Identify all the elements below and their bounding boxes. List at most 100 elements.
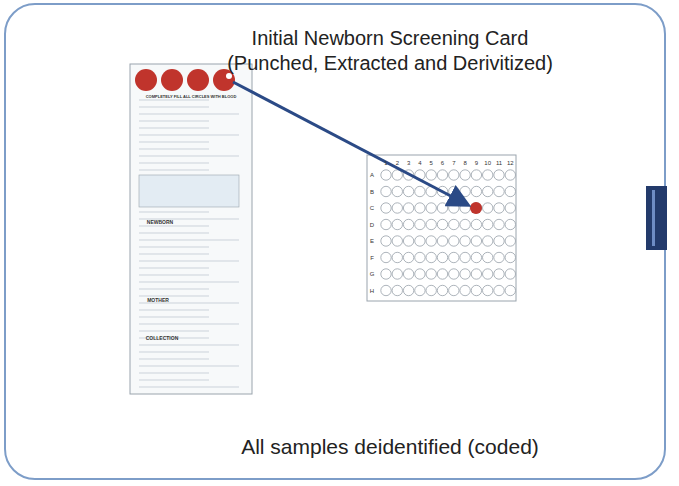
well: [494, 186, 504, 196]
well-plate: [367, 155, 516, 301]
well: [415, 252, 425, 262]
card-line: [139, 345, 239, 346]
card-line: [139, 352, 209, 353]
blood-spot: [135, 69, 157, 91]
card-line: [139, 317, 209, 318]
well: [392, 269, 402, 279]
plate-wells: [381, 170, 516, 296]
well: [449, 285, 459, 295]
well: [392, 252, 402, 262]
row-letter: E: [370, 238, 374, 244]
well: [381, 170, 391, 180]
well: [460, 236, 470, 246]
card-line: [139, 149, 209, 150]
well: [403, 252, 413, 262]
well: [505, 285, 515, 295]
column-number: 12: [507, 160, 514, 166]
well: [483, 236, 493, 246]
blood-spot: [187, 69, 209, 91]
card-line: [139, 324, 239, 325]
column-number: 2: [396, 160, 399, 166]
card-line: [139, 303, 239, 304]
panel-footer: All samples deidentified (coded): [241, 434, 539, 460]
card-line: [139, 100, 209, 101]
card-line: [139, 310, 209, 311]
well: [403, 236, 413, 246]
card-line: [139, 240, 239, 241]
panel-title: Initial Newborn Screening Card (Punched,…: [210, 26, 570, 76]
well: [460, 269, 470, 279]
well: [505, 186, 515, 196]
card-line: [139, 275, 209, 276]
card-instruction: COMPLETELY FILL ALL CIRCLES WITH BLOOD: [146, 95, 237, 99]
well: [426, 285, 436, 295]
well: [471, 186, 481, 196]
well: [494, 219, 504, 229]
card-line: [139, 261, 239, 262]
well: [471, 219, 481, 229]
well: [483, 219, 493, 229]
well: [471, 236, 481, 246]
well: [460, 219, 470, 229]
card-line: [139, 121, 209, 122]
card-line: [139, 226, 209, 227]
well: [449, 252, 459, 262]
card-line: [139, 254, 209, 255]
column-number: 5: [430, 160, 433, 166]
card-line: [139, 380, 209, 381]
card-line: [139, 373, 209, 374]
well: [381, 186, 391, 196]
card-line: [139, 170, 209, 171]
well: [415, 269, 425, 279]
card-section: NEWBORN: [147, 220, 173, 225]
well: [483, 170, 493, 180]
panel-box: Initial Newborn Screening Card (Punched,…: [5, 4, 665, 479]
well: [471, 252, 481, 262]
well: [403, 186, 413, 196]
well: [381, 252, 391, 262]
well: [471, 285, 481, 295]
well: [403, 203, 413, 213]
well: [483, 252, 493, 262]
well: [494, 203, 504, 213]
block-arrow-stripe: [652, 190, 655, 246]
well: [437, 203, 447, 213]
row-letter: G: [370, 271, 375, 277]
well: [505, 269, 515, 279]
card-line: [139, 142, 209, 143]
column-number: 6: [441, 160, 444, 166]
card-line: [139, 114, 239, 115]
column-number: 7: [452, 160, 455, 166]
column-number: 11: [496, 160, 502, 166]
row-letter: D: [370, 222, 374, 228]
well: [449, 170, 459, 180]
row-letter: H: [370, 288, 374, 294]
panel-outline: [5, 4, 665, 479]
well: [392, 285, 402, 295]
card-line: [139, 233, 209, 234]
card-line: [139, 331, 209, 332]
well: [403, 219, 413, 229]
well: [426, 170, 436, 180]
well: [449, 203, 459, 213]
well: [426, 252, 436, 262]
well: [494, 170, 504, 180]
card-section: MOTHER: [147, 298, 169, 303]
well: [483, 269, 493, 279]
card-line: [139, 128, 209, 129]
well: [505, 236, 515, 246]
well: [483, 186, 493, 196]
well: [437, 269, 447, 279]
well: [471, 170, 481, 180]
card-line: [139, 282, 239, 283]
well: [415, 219, 425, 229]
well: [437, 170, 447, 180]
well: [392, 236, 402, 246]
column-number: 3: [407, 160, 410, 166]
row-letter: B: [370, 189, 374, 195]
well: [381, 285, 391, 295]
card-line: [139, 359, 209, 360]
well: [460, 252, 470, 262]
well: [392, 219, 402, 229]
card-line: [139, 268, 209, 269]
